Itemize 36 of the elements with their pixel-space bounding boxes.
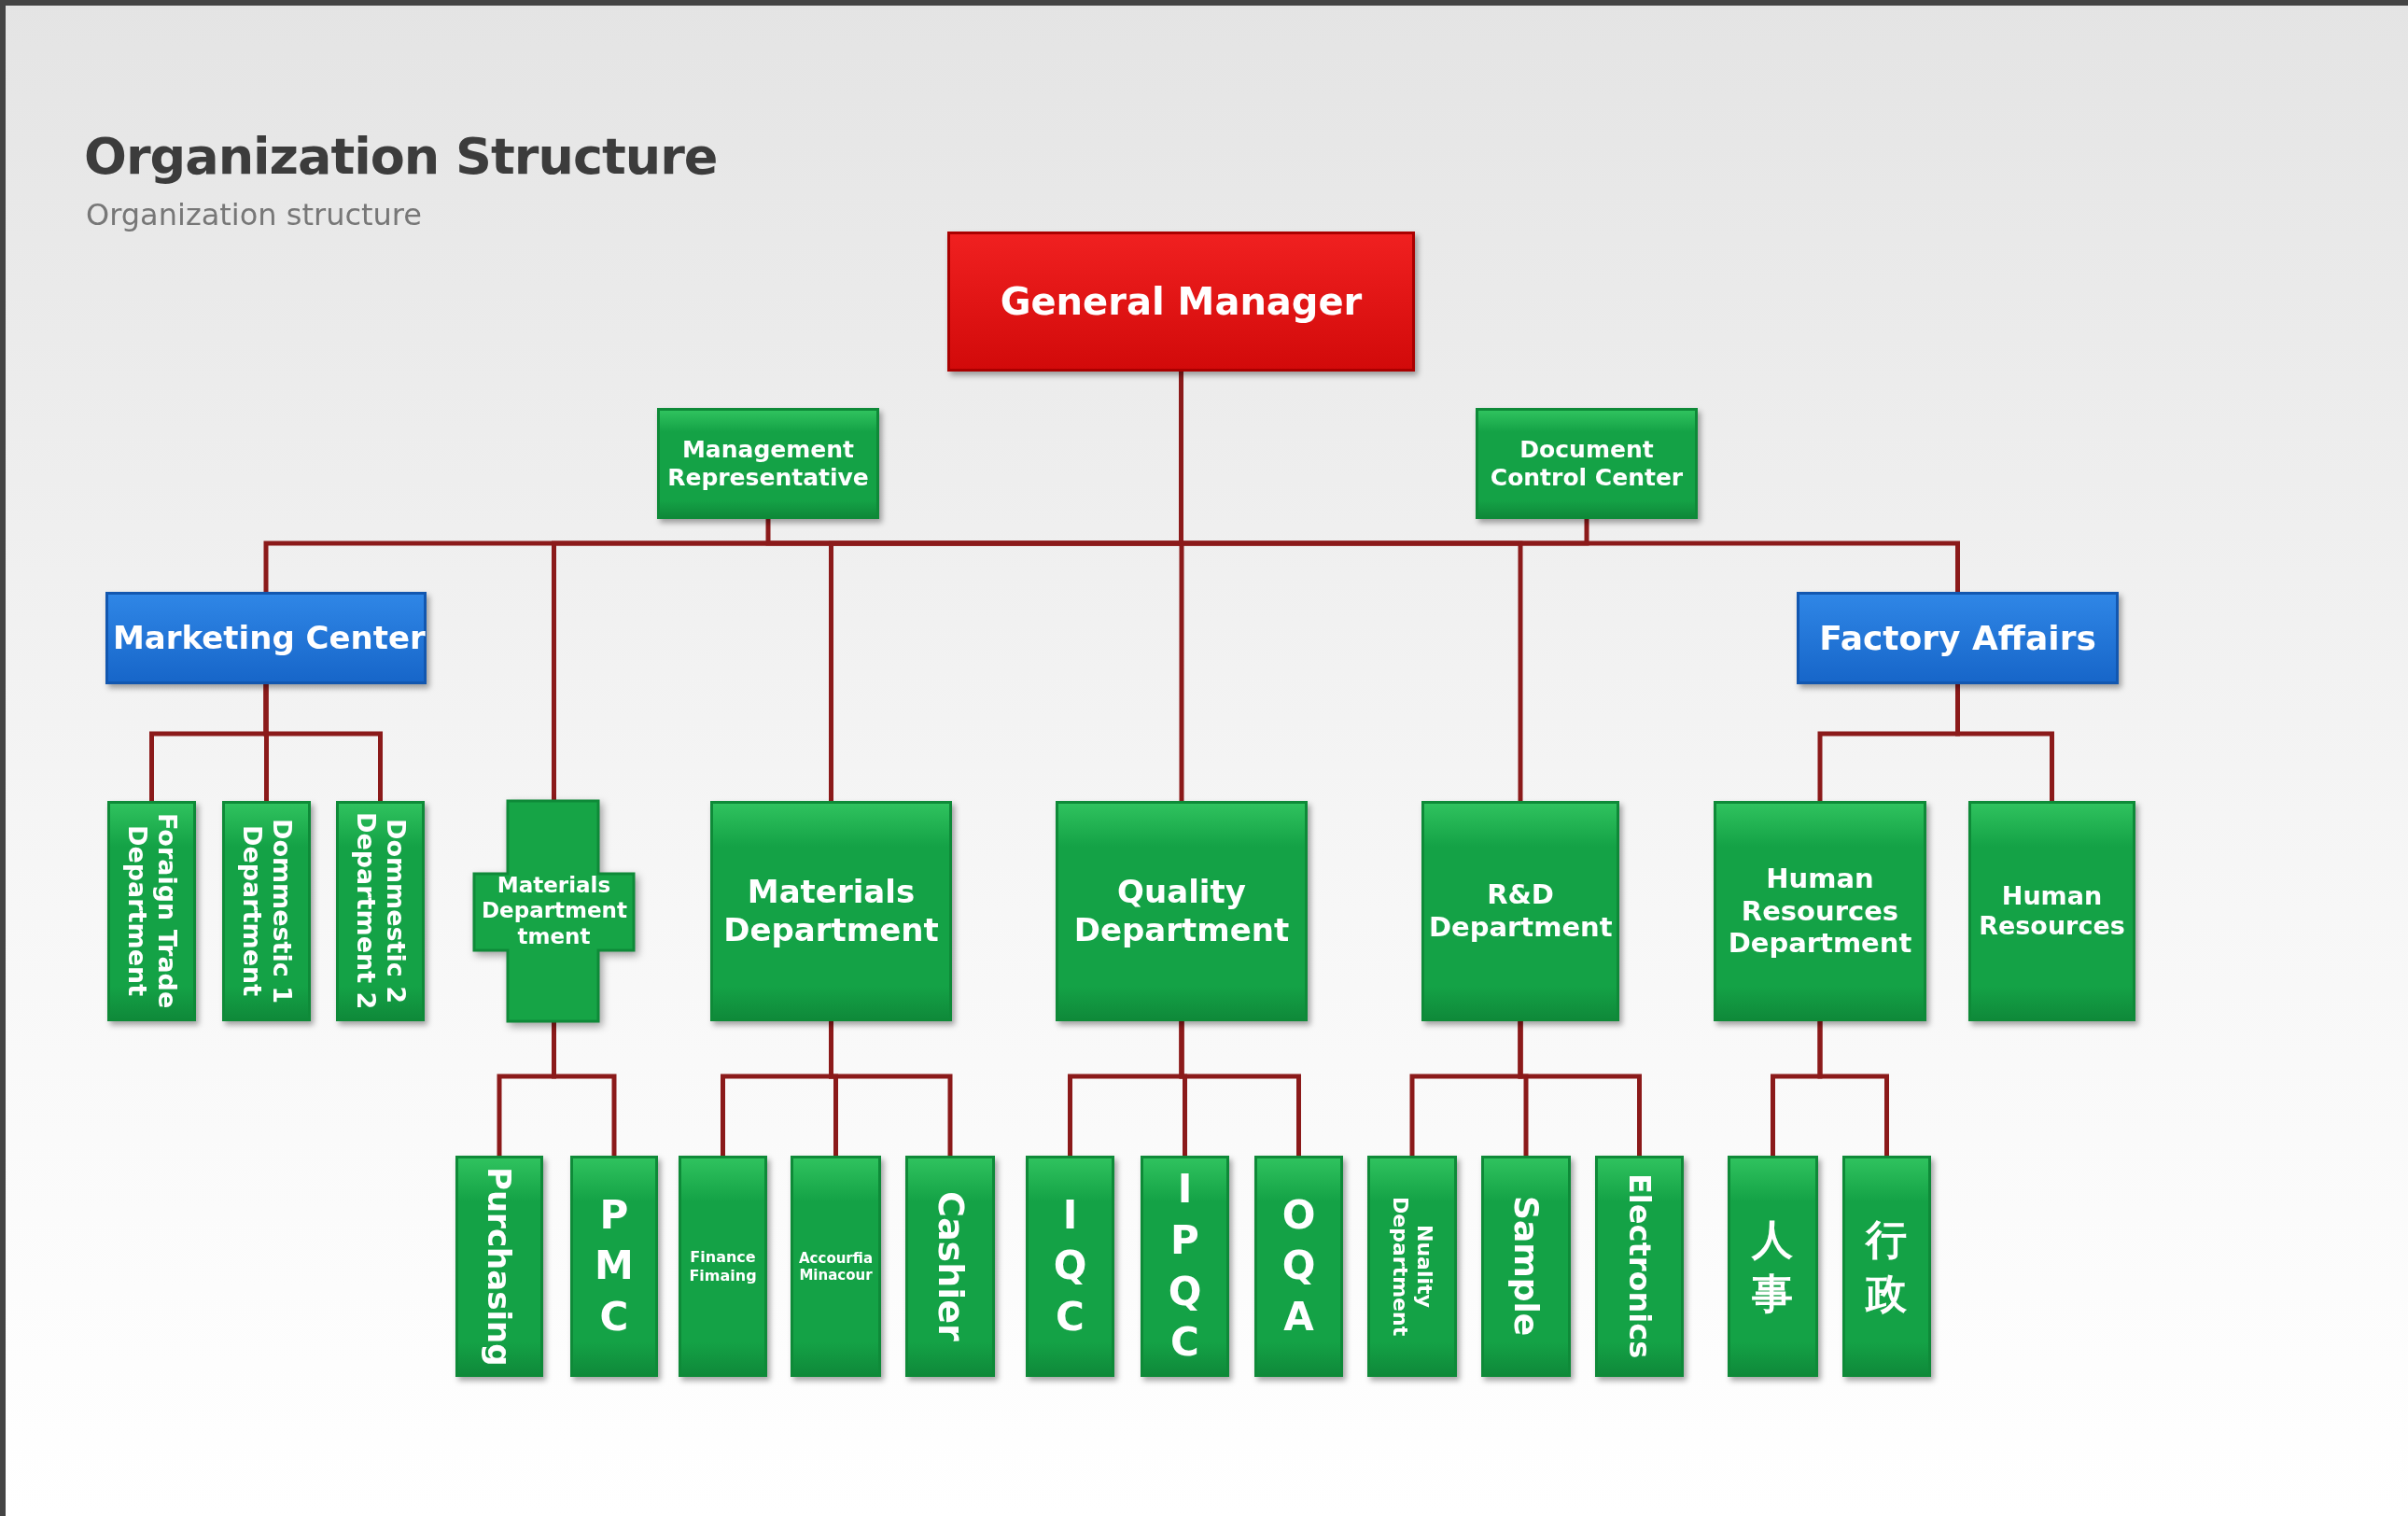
department-box: Management Representative — [657, 408, 879, 519]
department-box: OQA — [1254, 1156, 1343, 1377]
connector-line — [552, 1021, 617, 1156]
department-box: Document Control Center — [1476, 408, 1698, 519]
subtitle: Organization structure — [86, 197, 422, 232]
department-box: Electronics — [1595, 1156, 1684, 1377]
connector-line — [1955, 684, 2054, 801]
department-box: Dommestic 1 Department — [222, 801, 311, 1021]
department-box: Cashier — [905, 1156, 995, 1377]
department-box: Human Resources Department — [1714, 801, 1926, 1021]
department-box: Accourfia Minacour — [791, 1156, 881, 1377]
department-box: Quality Department — [1056, 801, 1308, 1021]
department-box: IQC — [1026, 1156, 1114, 1377]
department-box: IPQC — [1141, 1156, 1229, 1377]
connector-line — [1518, 1021, 1642, 1156]
connector-line — [829, 1021, 953, 1156]
department-box: 人事 — [1728, 1156, 1818, 1377]
department-box: 行政 — [1842, 1156, 1931, 1377]
department-box: PMC — [570, 1156, 658, 1377]
title: Organization Structure — [84, 127, 718, 186]
department-box: Sample — [1481, 1156, 1571, 1377]
manager-box: General Manager — [947, 232, 1415, 372]
connector-line — [1179, 1021, 1301, 1156]
department-box: Foraign Trade Department — [107, 801, 196, 1021]
center-box: Factory Affairs — [1797, 592, 2119, 684]
connector-line — [1817, 1021, 1889, 1156]
cross-shaped-box: Materials Department tment — [474, 801, 634, 1021]
connector-line — [263, 684, 383, 801]
department-box: Human Resources — [1968, 801, 2135, 1021]
department-box: Materials Department — [710, 801, 952, 1021]
department-box: Dommestic 2 Department 2 — [336, 801, 425, 1021]
center-box: Marketing Center — [105, 592, 427, 684]
department-box: R&D Department — [1421, 801, 1619, 1021]
department-box: Purchasing — [455, 1156, 543, 1377]
department-box: Finance Fimaing — [679, 1156, 767, 1377]
department-box: Nuality Department — [1367, 1156, 1457, 1377]
